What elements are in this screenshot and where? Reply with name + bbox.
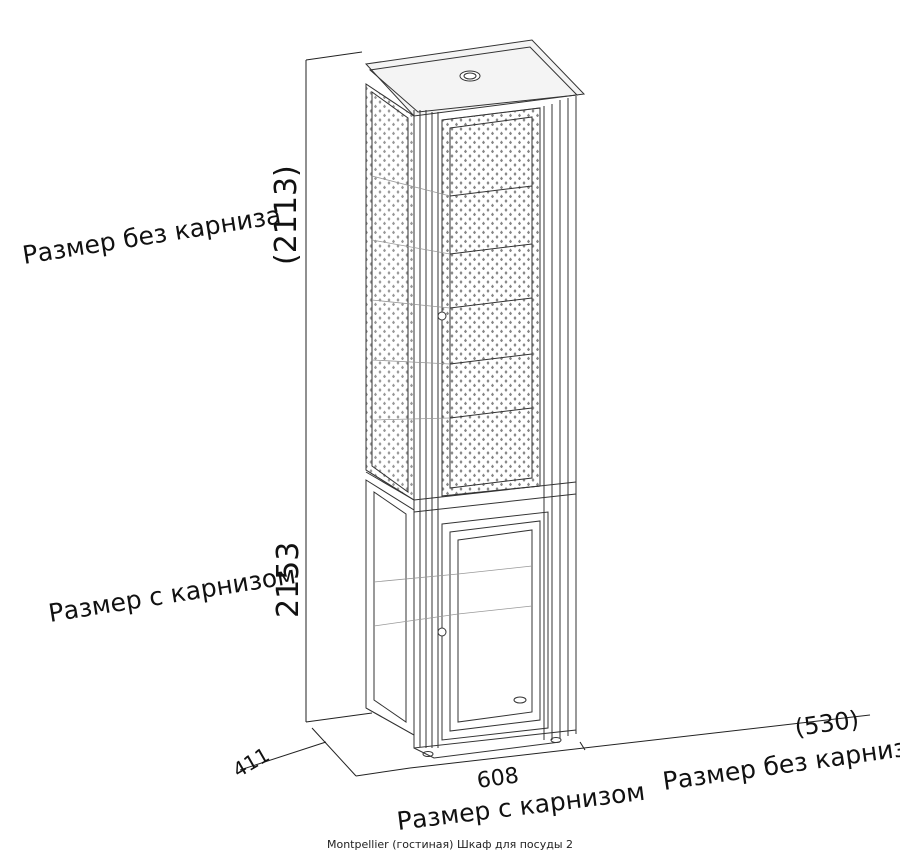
width-with-cornice-value: 608 (475, 763, 520, 794)
height-no-cornice-value: (2113) (269, 165, 304, 265)
width-no-cornice-label: Размер без карниза (661, 731, 900, 796)
height-no-cornice-label: Размер без карниза (20, 200, 283, 270)
width-no-cornice-value: (530) (793, 705, 861, 742)
height-with-cornice-label: Размер с карнизом (46, 560, 297, 628)
cabinet (364, 39, 586, 759)
dimension-lines (239, 51, 871, 777)
height-with-cornice-value: 2153 (271, 542, 306, 618)
drawing-caption: Montpellier (гостиная) Шкаф для посуды 2 (326, 838, 574, 851)
width-with-cornice-label: Размер с карнизом (395, 777, 646, 836)
depth-value: 411 (229, 742, 274, 782)
